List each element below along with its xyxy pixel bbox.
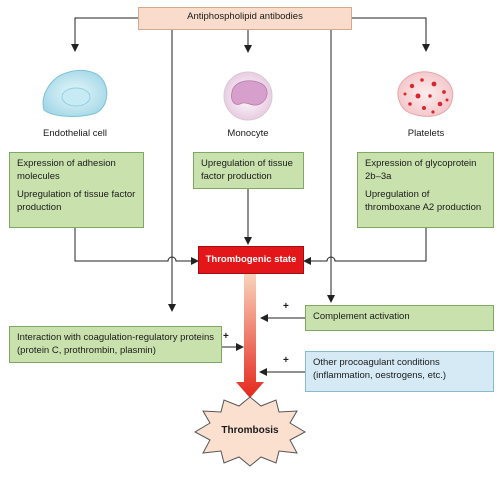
platelet-granules: [403, 78, 449, 114]
platelets-effect-glycoprotein: Expression of glycoprotein 2b–3a: [365, 158, 477, 182]
monocyte-effects-box: Upregulation of tissue factor production: [193, 152, 304, 189]
other-procoagulant-label: Other procoagulant conditions (inflammat…: [313, 357, 447, 381]
monocyte-effect-tissue-factor: Upregulation of tissue factor production: [201, 158, 293, 182]
platelets-effects-box: Expression of glycoprotein 2b–3a Upregul…: [357, 152, 494, 228]
endothelial-effects-box: Expression of adhesion molecules Upregul…: [9, 152, 144, 228]
effect-connectors: [74, 189, 427, 376]
line-to-platelets: [352, 17, 430, 52]
monocyte-nucleus: [231, 80, 268, 106]
plus-sign-complement: +: [283, 301, 289, 312]
plus-sign-coagulation: +: [223, 331, 229, 342]
complement-activation-box: Complement activation: [305, 305, 494, 331]
line-endothelial-to-center: [74, 228, 199, 265]
endothelial-cell-illustration: [42, 69, 108, 117]
endothelial-cell-nucleus: [61, 87, 91, 107]
thrombosis-label: Thrombosis: [221, 425, 279, 436]
plus-sign-other: +: [283, 355, 289, 366]
line-platelets-to-center: [303, 228, 427, 265]
coagulation-interaction-box: Interaction with coagulation-regulatory …: [9, 326, 222, 363]
thrombogenic-state-box: Thrombogenic state: [198, 246, 304, 274]
thrombogenic-to-thrombosis-arrow: [236, 274, 264, 398]
platelets-illustration: [397, 71, 454, 117]
antiphospholipid-antibodies-box: Antiphospholipid antibodies: [138, 7, 352, 30]
thrombosis-starburst: [193, 396, 307, 467]
endothelial-effect-adhesion: Expression of adhesion molecules: [17, 158, 116, 182]
monocyte-label: Monocyte: [227, 128, 269, 139]
endothelial-effect-tissue-factor: Upregulation of tissue factor production: [17, 189, 136, 213]
complement-activation-label: Complement activation: [313, 311, 410, 322]
platelets-label: Platelets: [407, 128, 445, 139]
other-procoagulant-box: Other procoagulant conditions (inflammat…: [305, 351, 494, 392]
platelets-effect-thromboxane: Upregulation of thromboxane A2 productio…: [365, 189, 482, 213]
monocyte-illustration: [223, 71, 273, 121]
endothelial-cell-label: Endothelial cell: [43, 128, 107, 139]
line-to-endothelial: [71, 17, 138, 52]
antiphospholipid-antibodies-label: Antiphospholipid antibodies: [187, 11, 303, 22]
thrombogenic-state-label: Thrombogenic state: [205, 254, 297, 265]
coagulation-interaction-label: Interaction with coagulation-regulatory …: [17, 332, 214, 356]
